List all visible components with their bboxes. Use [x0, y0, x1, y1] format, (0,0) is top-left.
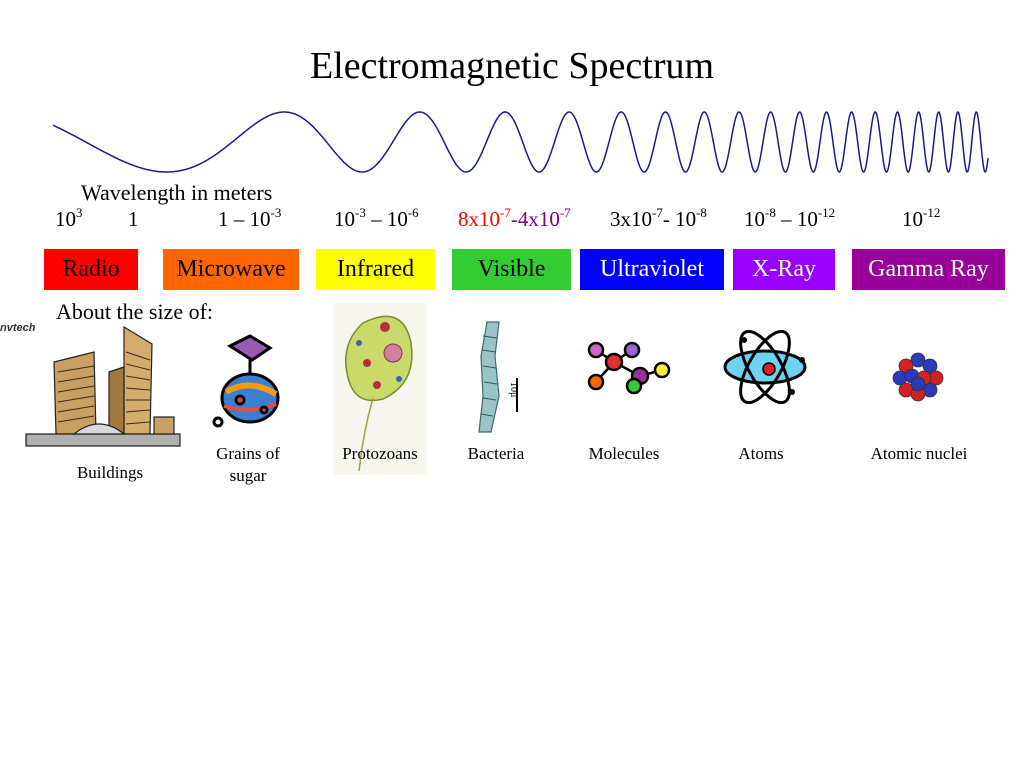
wavelength-xray: 10-8 – 10-12: [744, 205, 836, 231]
caption-bacteria: Bacteria: [467, 444, 525, 463]
wavelength-gamma: 10-12: [902, 205, 941, 231]
wavelength-radio: 103: [55, 205, 83, 231]
band-xray: X-Ray: [733, 249, 835, 290]
band-visible: Visible: [452, 249, 571, 290]
wavelength-radio-end: 1: [128, 207, 139, 231]
wavelength-label: Wavelength in meters: [81, 180, 273, 205]
band-radio: Radio: [44, 249, 138, 290]
scale-label: 10μ: [508, 382, 519, 397]
nucleus-icon: [892, 352, 944, 402]
band-ultraviolet: Ultraviolet: [580, 249, 724, 290]
wave-line: [52, 111, 989, 173]
band-gamma-ray: Gamma Ray: [852, 249, 1005, 290]
bacteria-icon: 10μ: [478, 321, 519, 433]
caption-atomic-nuclei: Atomic nuclei: [870, 444, 968, 463]
band-infrared: Infrared: [316, 249, 435, 290]
wavelength-visible: 8x10-7-4x10-7: [458, 205, 571, 231]
caption-protozoans: Protozoans: [342, 444, 418, 463]
atom-icon: [723, 329, 807, 405]
caption-atoms: Atoms: [738, 444, 784, 463]
sugar-grains-icon: [212, 334, 280, 428]
nvtech-logo: nvtech: [0, 322, 36, 334]
caption-buildings: Buildings: [76, 463, 144, 482]
caption-molecules: Molecules: [588, 444, 660, 463]
wavelength-microwave: 1 – 10-3: [218, 205, 282, 231]
caption-grains-of-sugar: Grains of sugar: [216, 444, 280, 485]
band-microwave: Microwave: [163, 249, 299, 290]
protozoan-icon: [333, 303, 427, 475]
wave-illustration: [52, 111, 989, 173]
buildings-icon: [25, 325, 181, 447]
about-size-label: About the size of:: [56, 299, 214, 324]
wavelength-infrared: 10-3 – 10-6: [334, 205, 419, 231]
wavelength-ultraviolet: 3x10-7- 10-8: [610, 205, 707, 231]
molecule-icon: [587, 341, 671, 395]
diagram-title: Electromagnetic Spectrum: [309, 45, 715, 87]
